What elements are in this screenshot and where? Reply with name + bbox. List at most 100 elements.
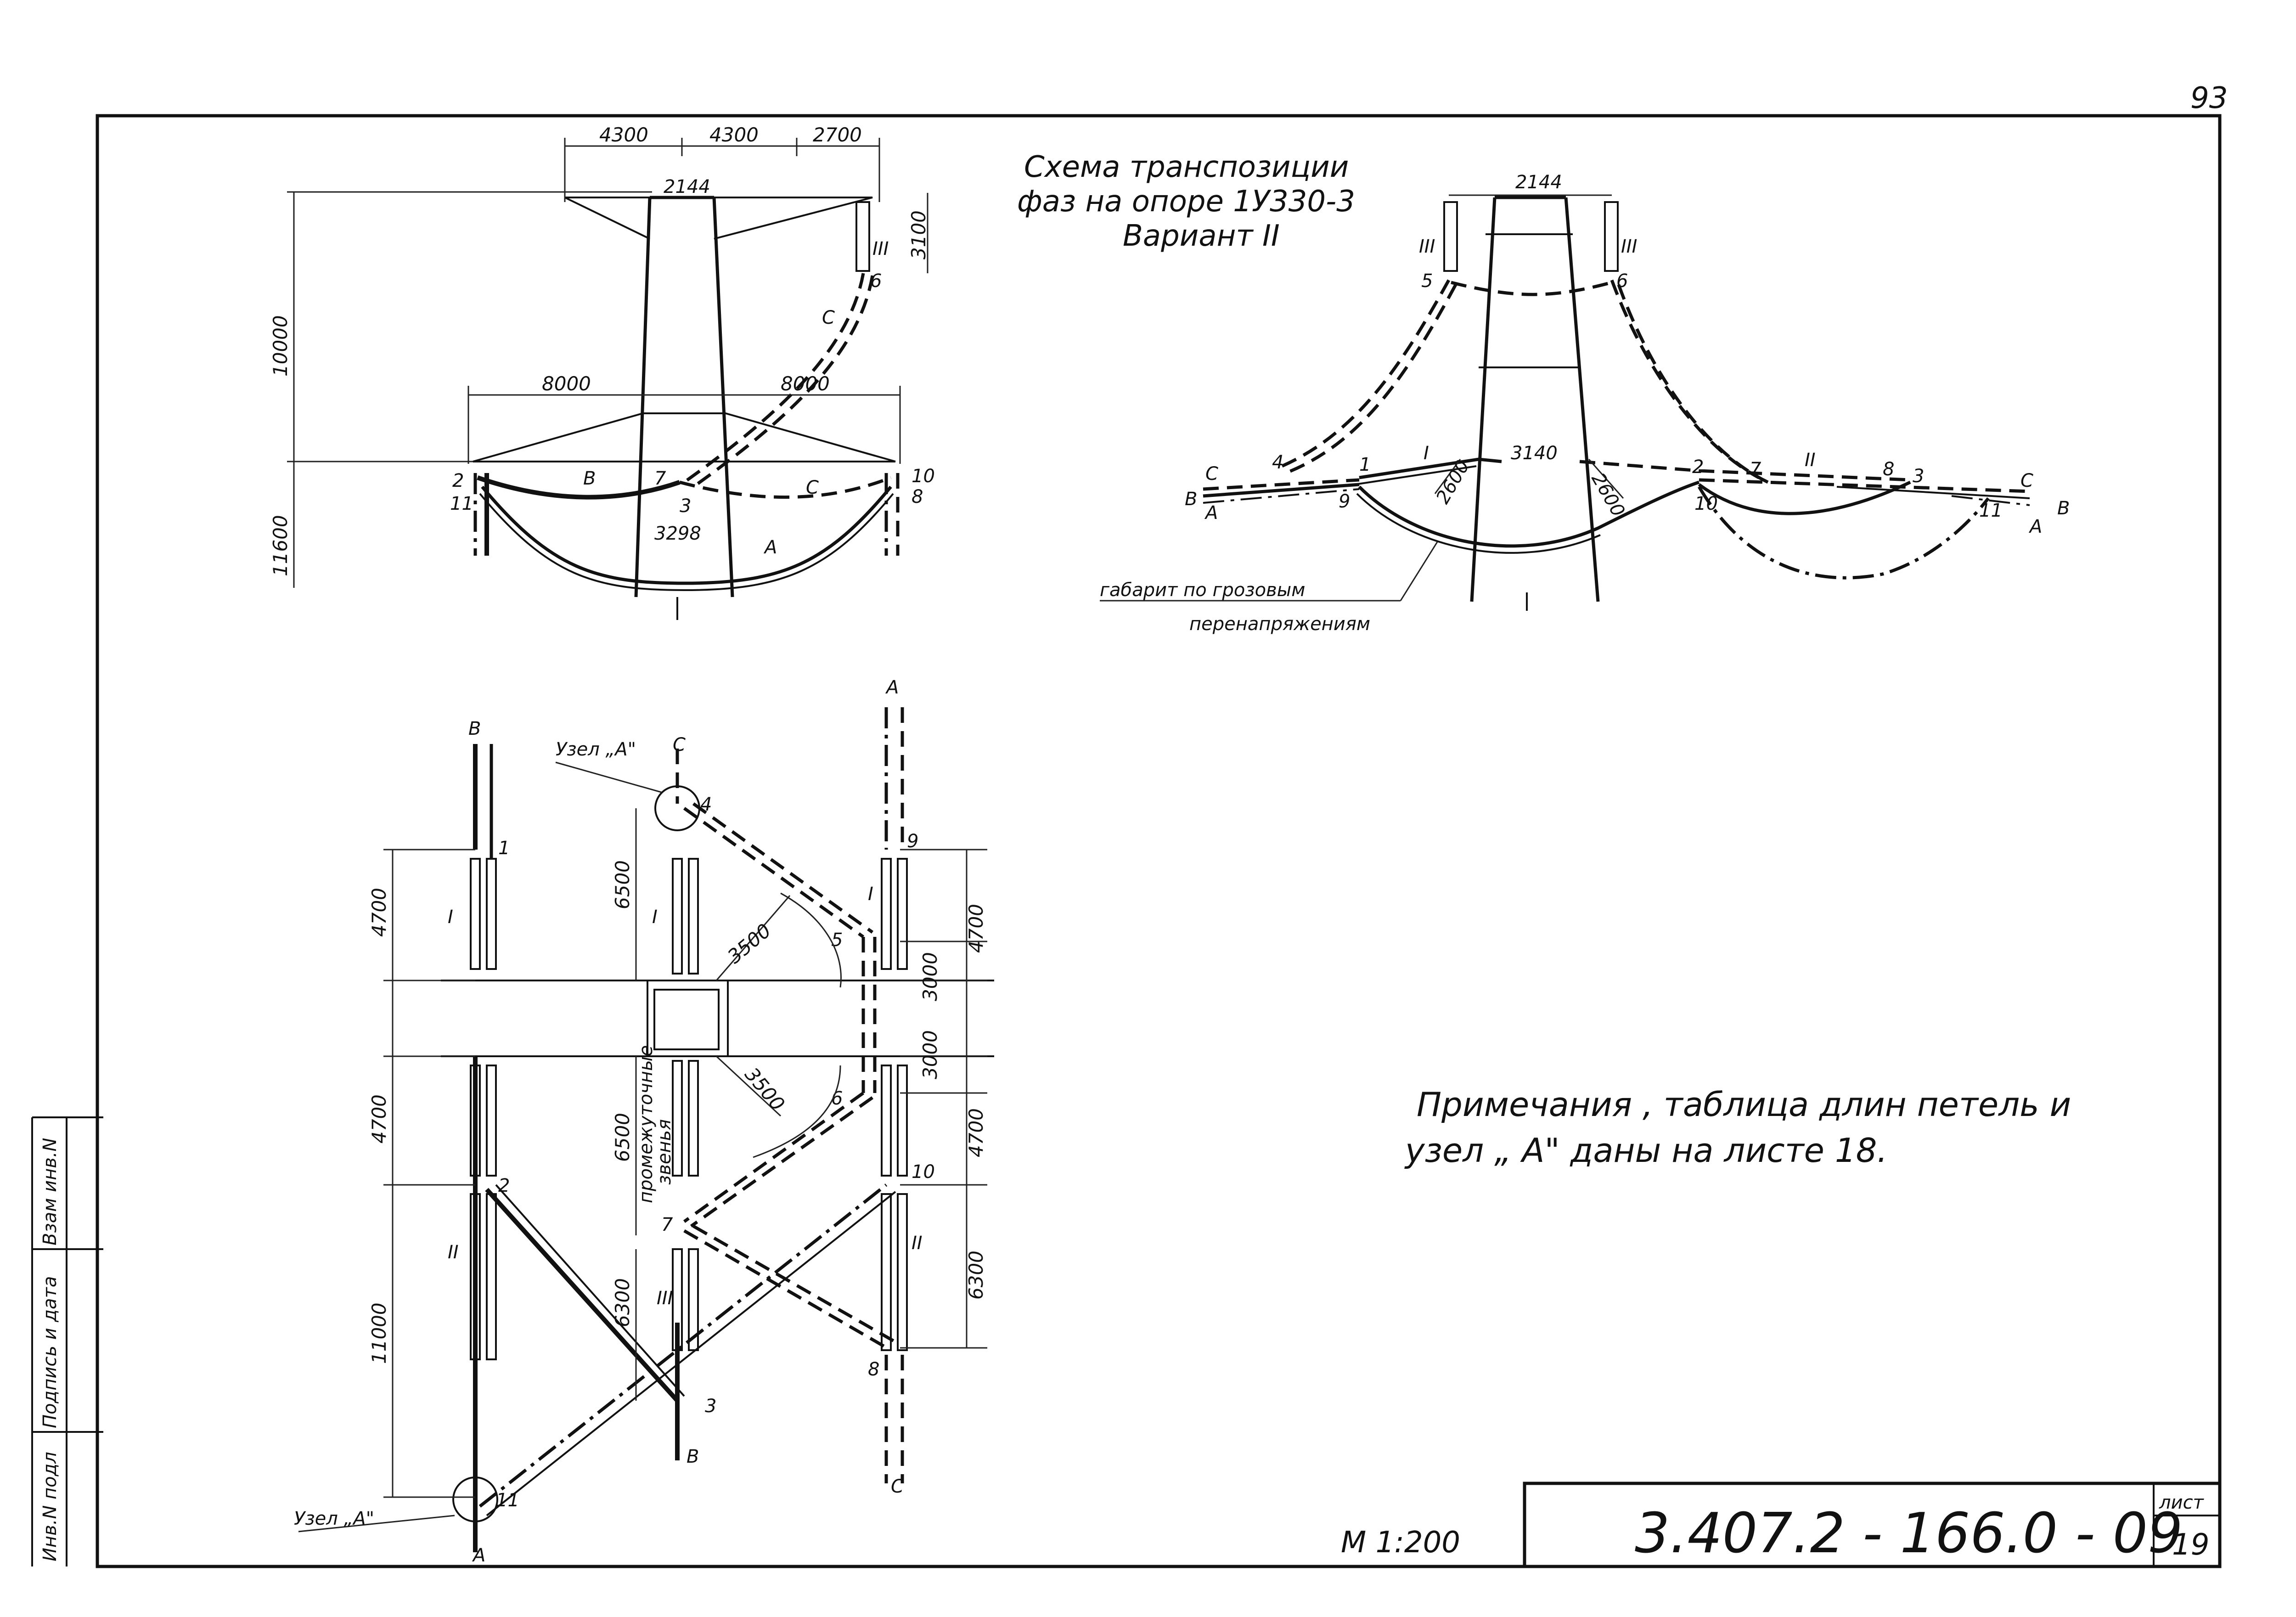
- dim-top-width: 2144: [1515, 172, 1562, 193]
- node-4: 4: [1272, 452, 1283, 473]
- plan-insulator-iii-center: III: [657, 1288, 673, 1309]
- notes: Примечания , таблица длин петель и узел …: [1404, 1085, 2071, 1170]
- plan-dim-center-6500-bottom: 6500: [611, 1113, 634, 1162]
- plan-phase-b-bottom: B: [687, 1446, 699, 1467]
- insulator-label-i: I: [1424, 443, 1429, 464]
- phase-label-c-upper: C: [822, 307, 835, 328]
- insulator-label-iii-left: III: [1419, 236, 1435, 257]
- plan-view: B I II 1 2 C I III 4 B 3 A I II 9 5: [294, 677, 994, 1566]
- wire-label-a-left: A: [1204, 502, 1218, 524]
- wire-label-c-right: C: [2020, 470, 2033, 491]
- plan-dim-center-6300: 6300: [611, 1278, 634, 1327]
- plan-insulator-i-left: I: [448, 907, 453, 928]
- scale: М 1:200: [1341, 1526, 1460, 1560]
- insulator-label-ii: II: [1805, 450, 1816, 471]
- page-number: 93: [2190, 81, 2228, 115]
- left-elevation: 4300 4300 2700 2144 8000 8000 10000 1160…: [269, 124, 935, 620]
- side-stamp: Инв.N подл Подпись и дата Взам инв.N: [31, 1116, 103, 1566]
- node-6: 6: [1616, 270, 1628, 292]
- intermediate-label-2: звенья: [654, 1119, 675, 1185]
- dim-mid-width: 3140: [1511, 443, 1558, 464]
- plan-dim-left-4700-top: 4700: [368, 888, 390, 937]
- plan-node-11: 11: [496, 1490, 519, 1511]
- node-8: 8: [912, 486, 923, 507]
- node-7: 7: [1750, 459, 1761, 480]
- side-label-inv-podl: Инв.N подл: [39, 1452, 61, 1561]
- node-8: 8: [1883, 459, 1894, 480]
- plan-insulator-ii-left: II: [448, 1242, 459, 1263]
- insulator-string-iii: [855, 201, 870, 272]
- title-line-2: фаз на опоре 1У330-3: [1017, 185, 1355, 219]
- dim-top-3: 2700: [813, 124, 862, 146]
- insulator-iii-right: [1604, 201, 1619, 272]
- wire-label-b-left: B: [1185, 489, 1197, 510]
- side-label-vzam-inv: Взам инв.N: [39, 1138, 61, 1245]
- plan-node-9: 9: [907, 831, 918, 852]
- wire-label-c-left: C: [1205, 463, 1218, 485]
- dim-2600-right: 2600: [1587, 469, 1629, 520]
- plan-insulator-ii-right: II: [912, 1233, 923, 1254]
- dim-bottom-width: 3298: [654, 523, 701, 544]
- plan-node-1: 1: [498, 838, 510, 859]
- node-2: 2: [452, 470, 464, 491]
- node-5: 5: [1421, 270, 1433, 292]
- plan-dim-center-6500-top: 6500: [611, 860, 634, 909]
- uzel-a-label-bottom: Узел „А": [294, 1508, 374, 1529]
- sheet-label: лист: [2159, 1492, 2205, 1513]
- diagram-title: Схема транспозиции фаз на опоре 1У330-3 …: [1017, 150, 1355, 253]
- dim-top-2: 4300: [709, 124, 759, 146]
- plan-node-7: 7: [661, 1214, 673, 1235]
- node-3: 3: [680, 496, 691, 517]
- dim-mid-right: 8000: [781, 372, 830, 395]
- node-3: 3: [1913, 466, 1924, 487]
- clearance-note-line-2: перенапряжениям: [1189, 614, 1370, 635]
- plan-dim-left-11000: 11000: [368, 1302, 390, 1364]
- plan-node-5: 5: [831, 930, 843, 951]
- sheet-frame: [96, 114, 2222, 1568]
- plan-dim-right-4700-bottom: 4700: [965, 1108, 987, 1157]
- node-11: 11: [1979, 500, 2003, 521]
- plan-dim-left-4700-bottom: 4700: [368, 1094, 390, 1144]
- plan-radius-3500-top: 3500: [723, 919, 775, 968]
- uzel-a-label-top: Узел „А": [556, 739, 636, 760]
- plan-node-8: 8: [868, 1359, 879, 1380]
- phase-label-c-lower: C: [806, 477, 819, 498]
- plan-node-10: 10: [912, 1161, 935, 1183]
- node-1: 1: [1359, 454, 1371, 475]
- plan-dim-right-4700-top: 4700: [965, 904, 987, 953]
- plan-node-3: 3: [705, 1396, 716, 1417]
- wire-label-a-right: A: [2028, 516, 2042, 537]
- uzel-a-circle-top: [654, 785, 700, 831]
- node-2: 2: [1692, 456, 1704, 478]
- dim-top-1: 4300: [599, 124, 648, 146]
- node-10: 10: [1694, 493, 1718, 514]
- intermediate-label-1: промежуточные: [636, 1045, 657, 1203]
- wire-label-b-right: B: [2057, 498, 2070, 519]
- node-9: 9: [1339, 491, 1350, 512]
- insulator-label-iii-right: III: [1621, 236, 1637, 257]
- right-elevation: 2144 III III 5 6 I 3140 II: [1100, 172, 2070, 635]
- plan-phase-b-top: B: [468, 718, 481, 739]
- plan-dim-right-3000-bottom: 3000: [919, 1030, 941, 1079]
- title-line-1: Схема транспозиции: [1024, 150, 1349, 184]
- insulator-label-iii: III: [872, 238, 889, 259]
- plan-radius-3500-bottom: 3500: [740, 1063, 789, 1115]
- plan-dim-right-3000-top: 3000: [919, 952, 941, 1001]
- plan-phase-c-bottom: C: [891, 1476, 904, 1497]
- plan-insulator-i-center: I: [652, 907, 658, 928]
- notes-line-2: узел „ А" даны на листе 18.: [1404, 1131, 1887, 1170]
- phase-label-a: A: [763, 537, 777, 558]
- plan-insulator-i-right: I: [868, 884, 873, 905]
- uzel-a-circle-bottom: [452, 1476, 498, 1522]
- plan-phase-a-bottom: A: [472, 1545, 485, 1566]
- insulator-iii-left: [1443, 201, 1458, 272]
- title-line-3: Вариант II: [1123, 219, 1280, 253]
- phase-label-b: B: [583, 468, 596, 489]
- dim-mid-left: 8000: [542, 372, 591, 395]
- side-label-signature-date: Подпись и дата: [39, 1276, 61, 1428]
- dim-vert-10000: 10000: [269, 315, 292, 377]
- dim-vert-11600: 11600: [269, 515, 292, 576]
- plan-phase-a-top: A: [885, 677, 899, 698]
- dim-top-width: 2144: [664, 176, 710, 197]
